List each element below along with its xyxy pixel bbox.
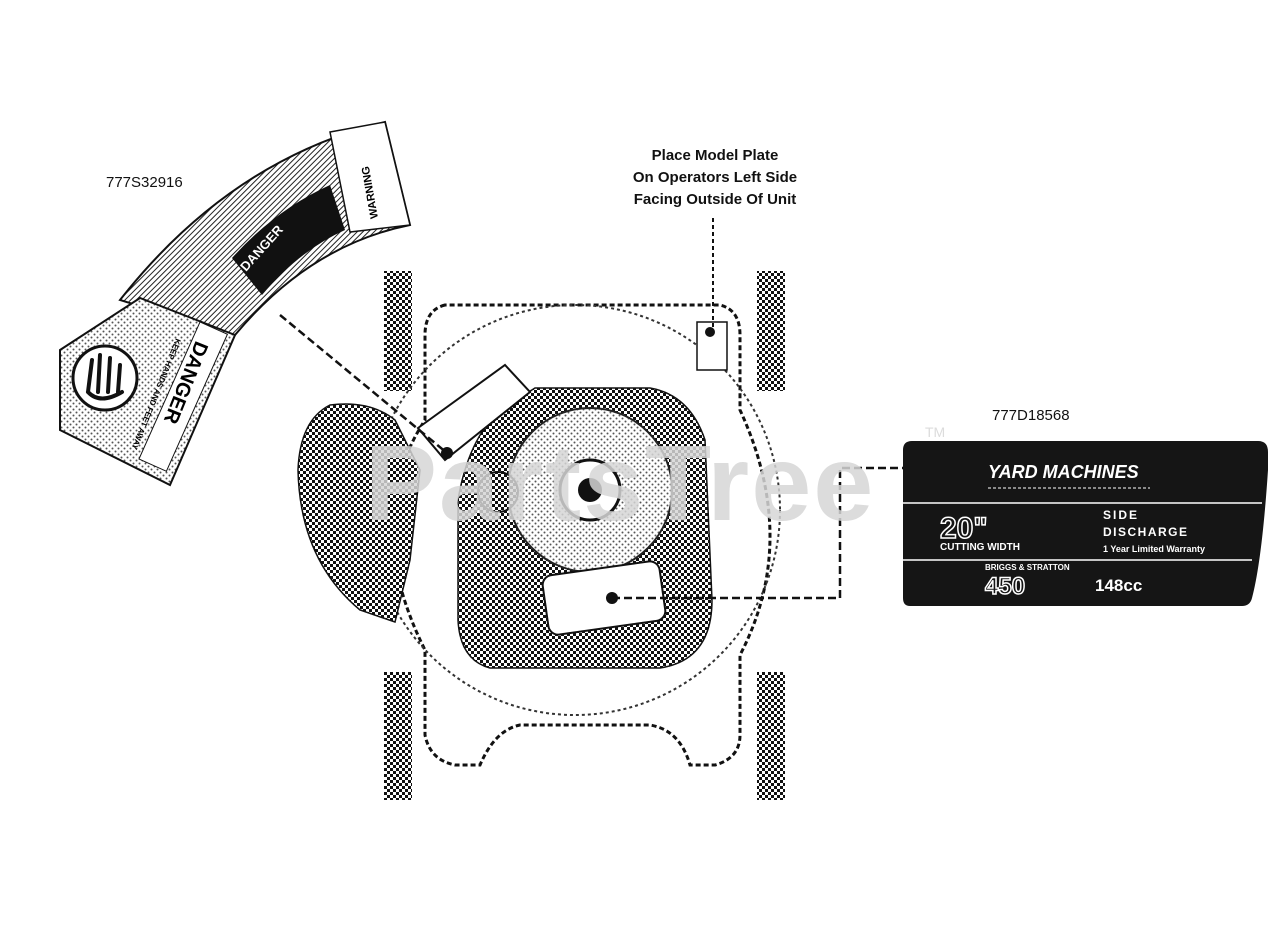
warranty-text: 1 Year Limited Warranty [1103, 544, 1205, 554]
brand-name: YARD MACHINES [988, 462, 1139, 482]
engine-cc: 148cc [1095, 576, 1142, 595]
left-decal-warning-panel [329, 121, 411, 233]
rear-shield [416, 363, 532, 462]
air-filter-housing [541, 560, 667, 636]
model-plate-callout: Place Model Plate On Operators Left Side… [600, 145, 830, 211]
watermark: PartsTree TM [365, 422, 945, 543]
watermark-text: PartsTree [365, 422, 875, 543]
discharge-line1: SIDE [1103, 508, 1139, 522]
leader-line-right-decal [612, 466, 903, 600]
model-plate-dot [705, 327, 715, 337]
engine-cap-inner [578, 478, 602, 502]
discharge-line2: DISCHARGE [1103, 525, 1189, 539]
engine-series: 450 [985, 573, 1025, 600]
wheel-front-right [757, 271, 785, 391]
wheel-front-left [384, 271, 412, 391]
hand-shape [86, 353, 124, 401]
fuel-cap [477, 471, 519, 513]
brand-decal: YARD MACHINES 20" CUTTING WIDTH SIDE DIS… [903, 441, 1268, 606]
wheel-rear-right [757, 672, 785, 800]
wheel-rear-left [384, 672, 412, 800]
callout-line-2: On Operators Left Side [632, 169, 798, 186]
callout-line-1: Place Model Plate [651, 147, 779, 164]
cutting-width-size: 20" [940, 512, 988, 545]
left-decal: WARNING DANGER DANGER KEEP HANDS AND FEE… [59, 120, 412, 487]
engine-brand: BRIGGS & STRATTON [985, 563, 1070, 572]
left-decal-danger-bar [138, 321, 229, 472]
part-number-right-decal: 777D18568 [992, 407, 1070, 424]
watermark-tm: TM [925, 424, 945, 440]
wheels [384, 271, 785, 800]
leader-line-left-decal [279, 314, 448, 454]
part-number-left-decal: 777S32916 [106, 174, 183, 191]
cutting-width-caption: CUTTING WIDTH [940, 542, 1020, 553]
discharge-chute [297, 403, 421, 623]
left-decal-danger-banner [232, 185, 345, 295]
brand-decal-shape [903, 441, 1268, 606]
callout-line-3: Facing Outside Of Unit [633, 191, 797, 208]
